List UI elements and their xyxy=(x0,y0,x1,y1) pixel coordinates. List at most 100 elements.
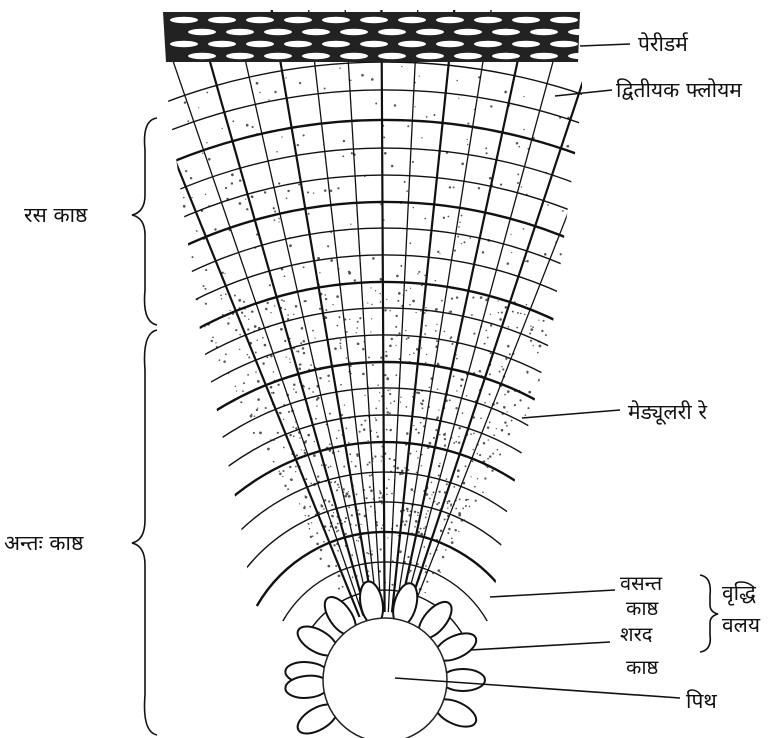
stipple-dot xyxy=(293,388,294,389)
stipple-dot xyxy=(355,524,357,526)
stipple-dot xyxy=(273,207,275,209)
stipple-dot xyxy=(458,512,461,515)
stipple-dot xyxy=(398,535,399,536)
stipple-dot xyxy=(391,493,393,495)
stipple-dot xyxy=(516,327,518,329)
stipple-dot xyxy=(248,318,249,319)
stipple-dot xyxy=(465,499,467,501)
stipple-dot xyxy=(295,305,298,308)
stipple-dot xyxy=(312,535,314,537)
periderm-cell xyxy=(284,41,312,47)
stipple-dot xyxy=(377,384,379,386)
stipple-dot xyxy=(431,494,432,495)
ray-line xyxy=(165,37,363,616)
stipple-dot xyxy=(407,510,409,512)
periderm-cell xyxy=(416,29,444,35)
stipple-dot xyxy=(425,565,427,567)
periderm-cell xyxy=(474,17,502,23)
stipple-dot xyxy=(427,510,429,512)
stipple-dot xyxy=(231,182,233,184)
stipple-dot xyxy=(328,467,330,469)
stipple-dot xyxy=(469,506,471,508)
periderm-cell xyxy=(322,17,350,23)
stipple-dot xyxy=(565,337,568,340)
stipple-dot xyxy=(358,540,359,541)
stipple-dot xyxy=(437,388,439,390)
stipple-dot xyxy=(425,307,426,308)
stipple-dot xyxy=(459,498,461,500)
stipple-dot xyxy=(309,528,311,530)
stipple-dot xyxy=(393,400,395,402)
stipple-dot xyxy=(380,301,382,303)
ray-line xyxy=(381,0,384,612)
stipple-dot xyxy=(238,299,241,302)
stipple-dot xyxy=(324,88,326,90)
stipple-dot xyxy=(406,190,408,192)
stipple-dot xyxy=(413,425,414,426)
stipple-dot xyxy=(466,395,468,397)
stipple-dot xyxy=(458,98,459,99)
phloem-leader xyxy=(555,90,612,96)
periderm-cell xyxy=(264,53,292,59)
stipple-dot xyxy=(460,378,462,380)
stipple-dot xyxy=(205,269,207,271)
stipple-dot xyxy=(451,537,453,539)
stipple-dot xyxy=(242,390,244,392)
stipple-dot xyxy=(443,433,446,436)
stipple-dot xyxy=(389,458,391,460)
stipple-dot xyxy=(348,491,349,492)
stipple-dot xyxy=(338,587,340,589)
stipple-dot xyxy=(257,380,260,383)
stipple-dot xyxy=(214,228,216,230)
stipple-dot xyxy=(313,192,314,193)
stipple-dot xyxy=(589,116,592,119)
stipple-dot xyxy=(501,366,502,367)
ray-line xyxy=(236,17,371,614)
stipple-dot xyxy=(405,290,407,292)
stipple-dot xyxy=(206,92,208,94)
autumn-wood-label: काष्ठ xyxy=(626,655,660,679)
stipple-dot xyxy=(154,193,157,196)
stipple-dot xyxy=(287,314,289,316)
stipple-dot xyxy=(454,250,456,252)
stipple-dot xyxy=(227,322,229,324)
stipple-dot xyxy=(425,592,426,593)
stipple-dot xyxy=(417,457,419,459)
stipple-dot xyxy=(417,273,418,274)
stipple-dot xyxy=(530,328,533,331)
stipple-dot xyxy=(335,481,336,482)
stipple-dot xyxy=(351,554,353,556)
stipple-dot xyxy=(405,520,407,522)
stipple-dot xyxy=(223,360,226,363)
stipple-dot xyxy=(551,358,554,361)
stipple-dot xyxy=(337,523,339,525)
stipple-dot xyxy=(389,429,392,432)
stipple-dot xyxy=(211,340,213,342)
stipple-dot xyxy=(441,300,443,302)
stipple-dot xyxy=(369,486,371,488)
periderm-cell xyxy=(340,53,368,59)
stipple-dot xyxy=(335,527,337,529)
stipple-dot xyxy=(281,136,282,137)
stipple-dot xyxy=(368,356,370,358)
stipple-dot xyxy=(586,268,587,269)
stipple-dot xyxy=(190,177,192,179)
stipple-dot xyxy=(386,487,388,489)
stipple-dot xyxy=(633,171,635,173)
stipple-dot xyxy=(293,384,295,386)
stipple-dot xyxy=(528,391,531,394)
stipple-dot xyxy=(278,471,279,472)
stipple-dot xyxy=(396,275,399,278)
stipple-dot xyxy=(352,576,354,578)
periderm-cell xyxy=(170,17,198,23)
stipple-dot xyxy=(517,182,519,184)
stipple-dot xyxy=(386,429,388,431)
stipple-dot xyxy=(507,390,510,393)
stipple-dot xyxy=(527,372,529,374)
stipple-dot xyxy=(257,340,258,341)
stipple-dot xyxy=(400,401,401,402)
stipple-dot xyxy=(490,314,491,315)
stipple-dot xyxy=(629,159,631,161)
stipple-dot xyxy=(400,397,401,398)
